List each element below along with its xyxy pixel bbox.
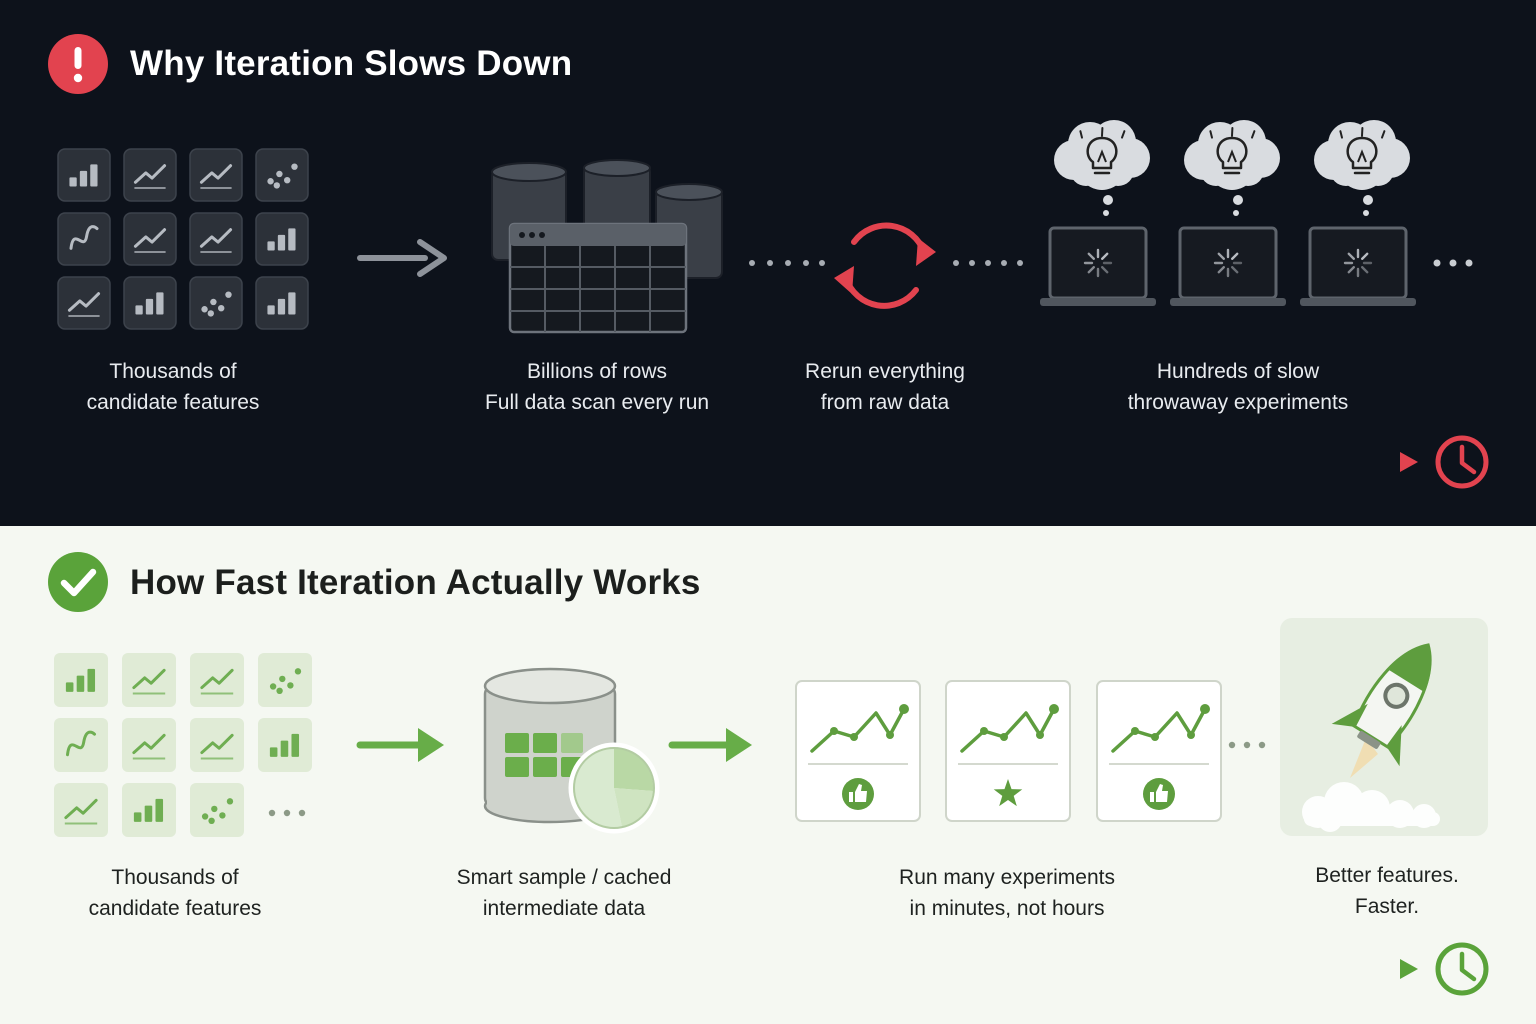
data-table-icon bbox=[508, 222, 688, 334]
experiment-card bbox=[945, 680, 1071, 822]
experiment-cards-icon bbox=[795, 680, 1222, 822]
fast-panel-title: How Fast Iteration Actually Works bbox=[130, 563, 701, 602]
ellipsis-icon bbox=[1433, 259, 1473, 267]
exclamation-icon bbox=[48, 34, 108, 94]
experiment-card bbox=[1096, 680, 1222, 822]
thumbs-up-icon bbox=[842, 778, 874, 810]
star-icon bbox=[993, 779, 1023, 807]
caption-better-features: Better features.Faster. bbox=[1315, 864, 1459, 918]
rocket-icon bbox=[1280, 618, 1488, 836]
thought-cloud-icon bbox=[1054, 120, 1150, 216]
thumbs-up-icon bbox=[1143, 778, 1175, 810]
arrow-right-icon bbox=[356, 728, 444, 762]
timeline-arrow bbox=[70, 959, 1418, 979]
ellipsis-icon bbox=[268, 809, 306, 817]
pie-chart-icon bbox=[568, 742, 660, 834]
arrow-right-icon bbox=[668, 728, 752, 762]
lightbulb-icon bbox=[1209, 127, 1256, 175]
laptop-icon bbox=[1300, 226, 1416, 306]
refresh-cycle-icon bbox=[834, 222, 936, 309]
dotted-connector bbox=[749, 260, 825, 266]
slow-diagram-graphics bbox=[57, 120, 1489, 489]
experiment-card bbox=[795, 680, 921, 822]
clock-icon bbox=[1435, 435, 1489, 489]
fast-diagram-graphics bbox=[54, 618, 1489, 996]
arrow-right-icon bbox=[357, 239, 447, 277]
timeline-arrow bbox=[80, 452, 1418, 472]
lightbulb-icon bbox=[1079, 127, 1126, 175]
feature-grid-icon bbox=[54, 653, 312, 837]
fast-iteration-panel: How Fast Iteration Actually Works bbox=[0, 526, 1536, 1024]
dotted-connector bbox=[953, 260, 1023, 266]
lightbulb-icon bbox=[1339, 127, 1386, 175]
laptop-icon bbox=[1170, 226, 1286, 306]
feature-grid-icon bbox=[57, 148, 309, 330]
laptop-loading-icon bbox=[1040, 120, 1416, 306]
cached-database-icon bbox=[483, 667, 660, 834]
laptop-icon bbox=[1040, 226, 1156, 306]
slow-iteration-panel: Why Iteration Slows Down bbox=[0, 0, 1536, 526]
ellipsis-icon bbox=[1228, 741, 1266, 749]
slow-panel-title: Why Iteration Slows Down bbox=[130, 44, 573, 83]
database-table-icon bbox=[491, 159, 723, 334]
checkmark-icon bbox=[48, 552, 108, 612]
clock-icon bbox=[1435, 942, 1489, 996]
